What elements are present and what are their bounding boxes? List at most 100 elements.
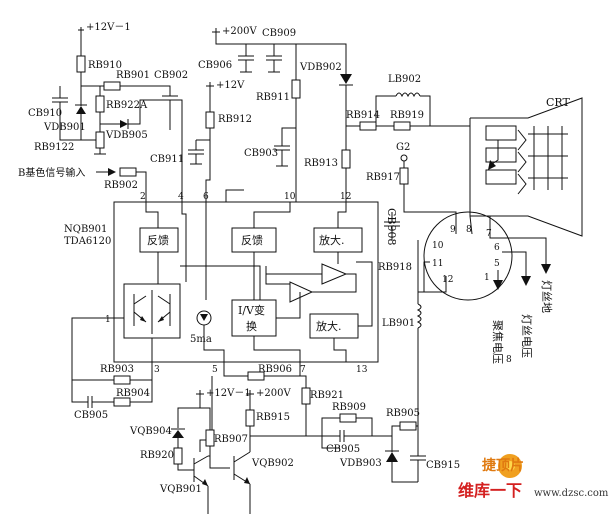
label-cb902: CB902 xyxy=(154,70,188,81)
zener-vdb901 xyxy=(76,106,86,114)
pin-5: 5 xyxy=(212,365,218,375)
socket-pin-12: 12 xyxy=(442,275,453,285)
label-cb905-left: CB905 xyxy=(74,410,108,421)
socket-pin-1: 1 xyxy=(484,273,490,283)
pin-4: 4 xyxy=(178,192,184,202)
supply-12v-mid: +12V xyxy=(216,80,245,91)
crt-tube xyxy=(469,97,583,237)
label-rb914: RB914 xyxy=(346,110,380,121)
label-rb915: RB915 xyxy=(256,412,290,423)
label-vqb902: VQB902 xyxy=(251,458,294,469)
label-vqb901: VQB901 xyxy=(159,484,202,495)
label-rb909: RB909 xyxy=(332,402,366,413)
label-filament-gnd: 灯丝地 xyxy=(540,280,553,313)
supply-200v-bottom: +200V xyxy=(256,388,291,399)
label-cb903: CB903 xyxy=(244,148,278,159)
chip-ref: NQB901 xyxy=(64,224,107,235)
resistor-rb911 xyxy=(291,79,301,99)
resistor-rb905 xyxy=(399,421,417,431)
input-arrow-icon xyxy=(108,168,116,176)
label-vqb904: VQB904 xyxy=(129,426,172,437)
resistor-rb903 xyxy=(113,375,131,385)
socket-pin-8: 8 xyxy=(466,225,472,235)
inductor-lb901 xyxy=(416,303,422,329)
resistor-rb915 xyxy=(245,409,255,427)
resistor-rb921 xyxy=(301,387,311,405)
socket-pin-5: 5 xyxy=(494,259,500,269)
resistor-rb907 xyxy=(205,429,215,447)
socket-pin-9: 9 xyxy=(450,225,456,235)
label-vdb902: VDB902 xyxy=(299,62,342,73)
label-rb919: RB919 xyxy=(390,110,424,121)
amp-block-2-label: 放大. xyxy=(316,319,342,333)
chip-outline xyxy=(113,201,379,363)
current-source-label: 5ma xyxy=(190,334,212,345)
label-rb902: RB902 xyxy=(104,180,138,191)
label-cb915: CB915 xyxy=(426,460,460,471)
iv-converter-label-2: 换 xyxy=(246,319,257,333)
supply-12v-top: +12V－1 xyxy=(86,22,131,33)
resistor-rb901 xyxy=(103,81,121,91)
watermark-bottom: 维库一下 xyxy=(458,481,522,500)
label-rb918: RB918 xyxy=(378,262,412,273)
zener-vqb904 xyxy=(172,430,184,438)
label-lb902: LB902 xyxy=(388,74,421,85)
resistor-rb910 xyxy=(76,55,86,73)
label-rb9122: RB9122 xyxy=(34,142,74,153)
label-vdb901: VDB901 xyxy=(43,122,86,133)
pin-10: 10 xyxy=(284,192,296,202)
label-g2: G2 xyxy=(396,142,410,153)
label-cb905-right: CB905 xyxy=(326,444,360,455)
chip-part: TDA6120 xyxy=(64,236,111,247)
diode-vdb902 xyxy=(340,74,352,84)
pin-2: 2 xyxy=(140,192,146,202)
label-rb901: RB901 xyxy=(116,70,150,81)
supply-12v-bottom: +12V－1 xyxy=(206,388,251,399)
amplifier-triangle-1 xyxy=(321,263,348,285)
label-rb913: RB913 xyxy=(304,158,338,169)
label-crt: CRT xyxy=(546,96,571,109)
watermark-url: www.dzsc.com xyxy=(534,488,609,499)
pin-1: 1 xyxy=(105,315,111,325)
label-rb911: RB911 xyxy=(256,92,290,103)
label-rb917: RB917 xyxy=(366,172,400,183)
label-rb920: RB920 xyxy=(140,450,174,461)
supply-200v-top: +200V xyxy=(222,26,257,37)
resistor-rb920 xyxy=(173,447,183,465)
diode-vdb905 xyxy=(120,120,128,128)
watermark-top: 捷顶片 xyxy=(482,457,524,474)
pin-13: 13 xyxy=(356,365,368,375)
label-rb907: RB907 xyxy=(214,434,248,445)
label-rb922a: RB922A xyxy=(106,100,148,111)
iv-converter-label-1: I/V变 xyxy=(238,303,265,317)
resistor-rb919 xyxy=(393,121,411,131)
watermark-logo: 捷顶片 维库一下 www.dzsc.com xyxy=(458,454,609,500)
label-rb910: RB910 xyxy=(88,60,122,71)
label-rb903: RB903 xyxy=(100,364,134,375)
diode-vdb903 xyxy=(386,452,398,462)
resistor-rb904 xyxy=(113,397,131,407)
feedback-block-2-label: 反馈 xyxy=(241,234,263,247)
socket-pin-7: 7 xyxy=(486,229,492,239)
label-cb909: CB909 xyxy=(262,28,296,39)
label-cb911: CB911 xyxy=(150,154,184,165)
crt-socket xyxy=(423,211,513,301)
label-rb906: RB906 xyxy=(258,364,292,375)
amp-block-1-label: 放大. xyxy=(319,233,345,247)
label-cb906: CB906 xyxy=(198,60,232,71)
label-cb908: CB908 xyxy=(385,208,398,246)
resistor-rb913 xyxy=(341,149,351,169)
input-label: B基色信号输入 xyxy=(18,166,85,179)
label-lb901: LB901 xyxy=(382,318,415,329)
socket-pin-11: 11 xyxy=(432,259,443,269)
resistor-rb914 xyxy=(359,121,377,131)
resistor-rb917 xyxy=(399,167,409,185)
resistor-rb909 xyxy=(339,413,357,423)
arrow-filament-gnd xyxy=(541,264,551,274)
inductor-lb902 xyxy=(395,92,421,98)
amplifier-triangle-2 xyxy=(289,281,314,303)
feedback-block-1-label: 反馈 xyxy=(147,234,169,247)
label-rb905: RB905 xyxy=(386,408,420,419)
label-filament-v: 灯丝电压 xyxy=(520,314,533,358)
